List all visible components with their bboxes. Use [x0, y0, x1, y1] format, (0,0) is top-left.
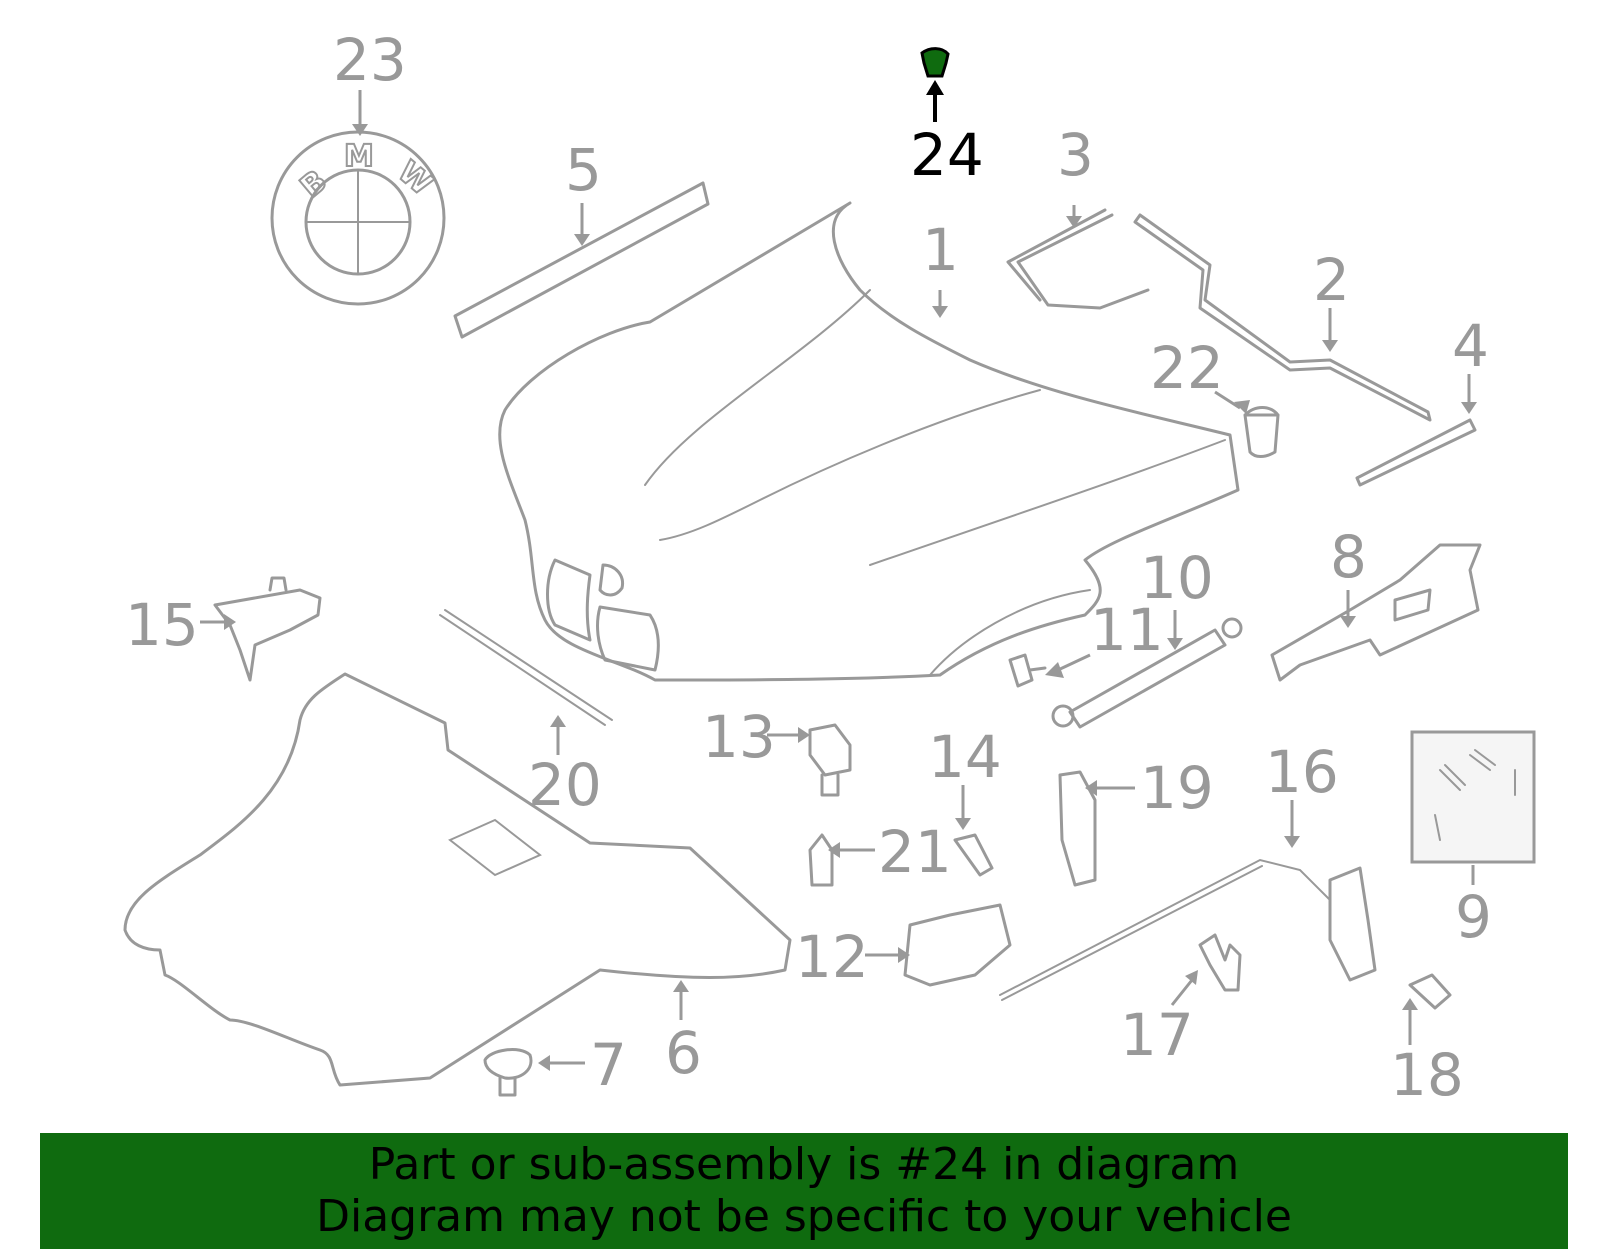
callout-20: 20 — [528, 751, 602, 819]
callout-18: 18 — [1390, 1041, 1464, 1109]
part-12-lock — [903, 903, 1012, 987]
callout-22: 22 — [1150, 334, 1224, 402]
part-20-cable — [439, 609, 613, 726]
part-2-seal — [1133, 213, 1432, 422]
callout-14: 14 — [928, 723, 1002, 791]
callout-1: 1 — [922, 216, 959, 284]
info-banner: Part or sub-assembly is #24 in diagram D… — [40, 1133, 1568, 1249]
callout-11: 11 — [1090, 596, 1164, 664]
callout-12: 12 — [795, 923, 869, 991]
banner-line-1: Part or sub-assembly is #24 in diagram — [368, 1139, 1240, 1190]
callout-19: 19 — [1140, 754, 1214, 822]
callout-15: 15 — [125, 591, 199, 659]
part-8-hinge — [1270, 543, 1482, 682]
part-9-hardware-box — [1410, 730, 1536, 864]
part-23-emblem: B M W — [270, 130, 446, 306]
emblem-letter-w: W — [391, 154, 439, 202]
callout-17: 17 — [1120, 1001, 1194, 1069]
part-1-hood — [498, 201, 1240, 682]
part-19-support — [1058, 770, 1097, 887]
part-13-buffer — [808, 723, 852, 797]
callout-10: 10 — [1140, 544, 1214, 612]
part-5-seal — [453, 181, 710, 339]
emblem-letter-m: M — [344, 139, 374, 174]
part-17-clip — [1198, 933, 1242, 992]
part-16-release-cable — [999, 858, 1377, 1001]
callout-9: 9 — [1455, 883, 1492, 951]
part-18-sleeve — [1408, 973, 1452, 1010]
callout-21: 21 — [878, 818, 952, 886]
callout-5: 5 — [565, 136, 602, 204]
banner-line-2: Diagram may not be specific to your vehi… — [316, 1191, 1292, 1242]
callout-2: 2 — [1313, 246, 1350, 314]
callout-7: 7 — [590, 1031, 627, 1099]
callout-labels: 1 2 3 4 5 6 7 8 9 10 11 12 13 14 15 16 1… — [125, 26, 1492, 1109]
callout-arrows — [200, 80, 1477, 1071]
part-7-grommet — [483, 1048, 533, 1097]
part-24-clip — [920, 47, 950, 78]
part-21-bumper — [808, 833, 834, 887]
callout-6: 6 — [665, 1019, 702, 1087]
callout-23: 23 — [333, 26, 407, 94]
emblem-letter-b: B — [294, 163, 334, 205]
part-10-gas-strut — [1051, 617, 1243, 729]
callout-3: 3 — [1057, 121, 1094, 189]
callout-24: 24 — [910, 121, 984, 189]
part-22-bumper — [1243, 406, 1280, 458]
part-15-latch — [213, 576, 322, 682]
part-6-insulation — [123, 672, 792, 1087]
callout-8: 8 — [1330, 523, 1367, 591]
callout-16: 16 — [1265, 738, 1339, 806]
part-3-seal — [1006, 208, 1150, 310]
part-14-screw — [953, 833, 994, 877]
callout-13: 13 — [702, 703, 776, 771]
part-4-seal — [1355, 418, 1477, 487]
callout-4: 4 — [1452, 312, 1489, 380]
part-11-bolt — [1008, 653, 1047, 688]
